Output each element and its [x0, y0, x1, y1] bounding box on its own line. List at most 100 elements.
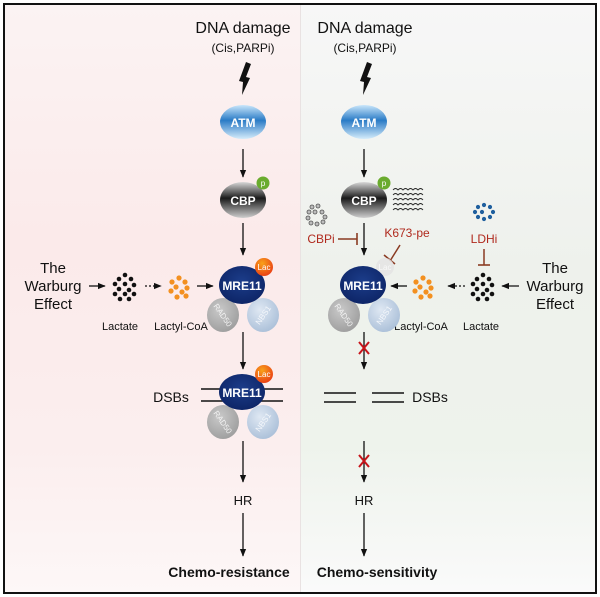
molecule-dot [183, 293, 189, 299]
molecule-dot [122, 281, 128, 287]
right-warburg-line1: The [542, 260, 568, 277]
left-hr-label: HR [234, 493, 253, 508]
right-phospho-label: p [382, 179, 387, 188]
peptide-strand [392, 198, 424, 201]
molecule-dot [309, 204, 315, 210]
peptide-strand [392, 188, 424, 191]
molecule-dot [423, 289, 429, 295]
figure-frame: DNA damage (Cis,PARPi) ATM CBP p The War… [3, 3, 597, 594]
left-lac-badge-2 [255, 365, 273, 383]
molecule-dot [116, 286, 122, 292]
left-nbs1-node [247, 298, 279, 332]
right-dna-damage-title: DNA damage [317, 20, 412, 37]
molecule-dot [472, 209, 478, 215]
right-cbp-label: CBP [351, 194, 376, 208]
molecule-dot [487, 214, 493, 220]
molecule-dot [480, 291, 486, 297]
molecule-dot [470, 281, 476, 287]
right-lactyl-coa-molecules-icon [412, 275, 434, 300]
left-cbp-node [220, 182, 266, 218]
molecule-dot [490, 209, 496, 215]
left-warburg-line2: Warburg [25, 278, 82, 295]
left-rad50-node-2 [207, 405, 239, 439]
molecule-dot [426, 279, 432, 285]
molecule-dot [413, 279, 419, 285]
left-mrn-on-dsbs: RAD50 NBS1 MRE11 Lac [201, 365, 283, 439]
molecule-dot [131, 282, 137, 288]
molecule-dot [112, 281, 118, 287]
left-dna-damage-title: DNA damage [195, 20, 290, 37]
right-lac-label: Lac [379, 263, 392, 272]
left-lactate-label: Lactate [102, 321, 138, 333]
molecule-dot [131, 291, 137, 297]
panel-divider [300, 5, 301, 592]
molecule-dot [126, 287, 132, 293]
left-dsbs-label: DSBs [153, 389, 189, 405]
right-lactate-molecules-icon [470, 272, 495, 302]
right-lactate-label: Lactate [463, 321, 499, 333]
molecule-dot [320, 219, 326, 225]
right-dna-damage-agents: (Cis,PARPi) [333, 41, 396, 55]
right-hr-label: HR [355, 493, 374, 508]
right-warburg-line3: Effect [536, 296, 575, 313]
left-warburg-line1: The [40, 260, 66, 277]
left-mre11-node-2 [219, 374, 265, 410]
left-lac-badge [255, 258, 273, 276]
molecule-dot [168, 288, 174, 294]
molecule-dot [489, 282, 495, 288]
molecule-dot [319, 209, 325, 215]
right-lightning-bolt-icon [360, 62, 372, 95]
right-mre11-node [340, 266, 386, 304]
left-rad50-node [207, 298, 239, 332]
molecule-dot [420, 275, 426, 281]
left-outcome-label: Chemo-resistance [168, 564, 290, 580]
right-outcome-label: Chemo-sensitivity [317, 564, 438, 580]
molecule-dot [428, 285, 434, 291]
molecule-dot [305, 215, 311, 221]
molecule-dot [315, 203, 321, 209]
molecule-dot [122, 291, 128, 297]
peptide-strand [392, 193, 424, 196]
right-nbs1-node [368, 298, 400, 332]
molecule-dot [484, 296, 490, 302]
cbpi-label: CBPi [307, 232, 334, 246]
left-lactate-molecules-icon [112, 272, 137, 302]
molecule-dot [184, 285, 190, 291]
left-atm-node [220, 105, 266, 139]
molecule-dot [418, 294, 424, 300]
molecule-dot [322, 214, 328, 220]
molecule-dot [169, 279, 175, 285]
molecule-dot [412, 288, 418, 294]
left-atm-label: ATM [230, 116, 255, 130]
molecule-dot [182, 279, 188, 285]
molecule-dot [487, 204, 493, 210]
right-dsbs-label: DSBs [412, 389, 448, 405]
k673-peptide-icon [392, 188, 424, 211]
right-phospho-badge [377, 176, 391, 190]
k673-inhibition-line [389, 244, 401, 262]
peptide-strand [392, 203, 424, 206]
left-nbs1-node-2 [247, 405, 279, 439]
right-broken-dna [324, 392, 404, 403]
block-x-icon-2 [358, 454, 370, 468]
left-lactyl-coa-molecules-icon [168, 275, 190, 300]
left-mre11-label: MRE11 [222, 279, 262, 293]
molecule-dot [122, 272, 128, 278]
molecule-dot [475, 214, 481, 220]
right-rad50-node [328, 298, 360, 332]
molecule-dot [116, 276, 122, 282]
molecule-dot [417, 284, 423, 290]
cbpi-molecule-icon [305, 203, 328, 227]
molecule-dot [484, 287, 490, 293]
molecule-dot [479, 209, 485, 215]
molecule-dot [475, 204, 481, 210]
left-phospho-label: p [261, 179, 266, 188]
right-lactyl-coa-label: Lactyl-CoA [394, 321, 448, 333]
molecule-dot [179, 289, 185, 295]
right-cbp-node [341, 182, 387, 218]
molecule-dot [126, 296, 132, 302]
molecule-dot [176, 275, 182, 281]
ldhi-molecule-icon [472, 202, 496, 222]
molecule-dot [470, 291, 476, 297]
molecule-dot [480, 281, 486, 287]
